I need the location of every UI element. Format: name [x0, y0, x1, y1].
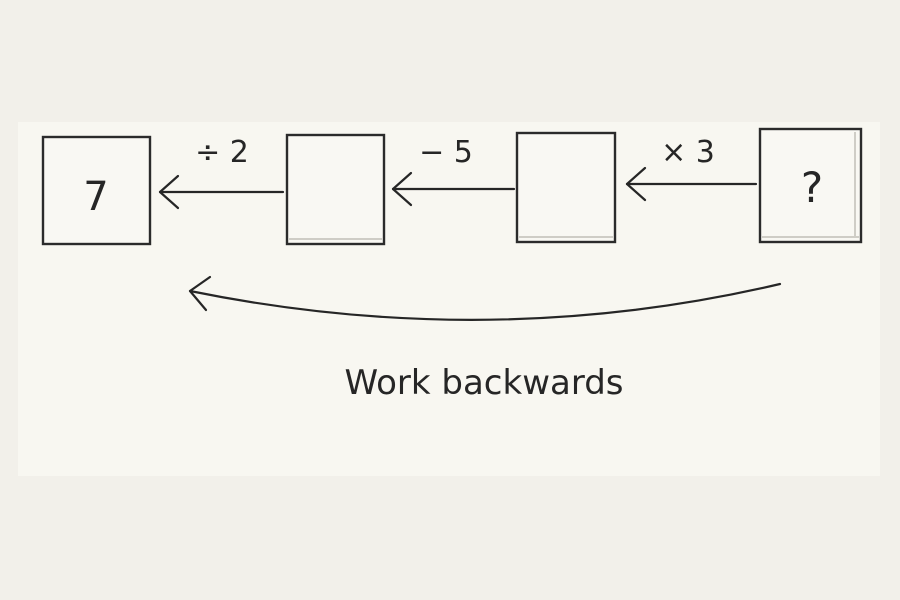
- start-box: ?: [758, 127, 863, 244]
- operation-divide-label: ÷ 2: [195, 135, 249, 170]
- arrow-divide: ÷ 2: [158, 135, 285, 210]
- arrow-subtract: − 5: [391, 135, 516, 207]
- backwards-arrow: [188, 275, 782, 321]
- operation-subtract-label: − 5: [419, 135, 473, 170]
- start-value: ?: [801, 163, 823, 212]
- intermediate-box-1: [285, 133, 386, 246]
- caption-work-backwards: Work backwards: [344, 363, 623, 403]
- operation-multiply-label: × 3: [661, 135, 715, 170]
- arrow-multiply: × 3: [625, 135, 758, 202]
- result-value: 7: [83, 174, 108, 220]
- result-box: 7: [41, 135, 152, 246]
- paper-sheet: [18, 122, 880, 476]
- intermediate-box-2: [515, 131, 617, 244]
